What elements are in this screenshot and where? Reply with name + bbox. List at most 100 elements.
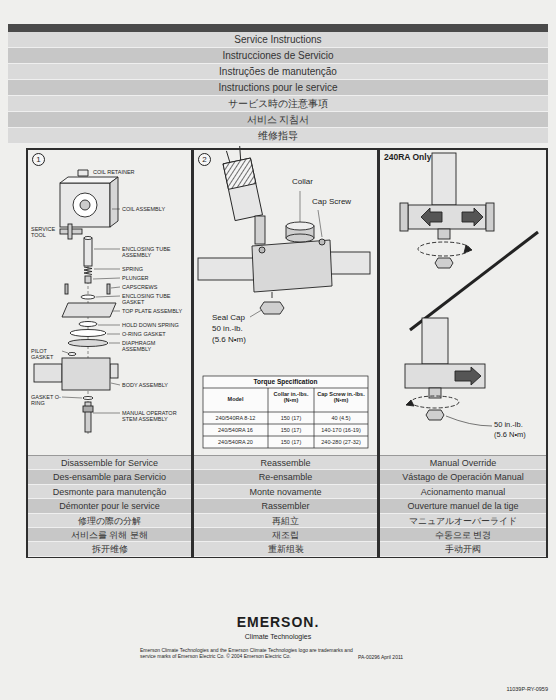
leader-lines-part — [93, 278, 120, 279]
caption-row: 서비스를 위해 분해 — [28, 528, 191, 542]
exploded-valve-part — [60, 183, 110, 227]
caption-row: Reassemble — [194, 456, 377, 470]
title-band: Service InstructionsInstrucciones de Ser… — [8, 24, 548, 144]
exploded-valve-part — [68, 340, 108, 347]
part-name: PILOT GASKET — [31, 348, 61, 360]
caption-row: Démonter pour le service — [28, 499, 191, 513]
exploded-valve-part — [107, 284, 110, 294]
torque-value: 50 in.-lb. — [494, 421, 550, 429]
caption-row: Service Instructions — [8, 32, 548, 48]
valve-reassembly-part — [286, 222, 314, 230]
part-name: SERVICE TOOL — [31, 226, 58, 238]
valve-reassembly-part — [252, 240, 332, 292]
manual-override-part — [410, 232, 538, 330]
part-name: GASKET O-RING — [31, 394, 61, 406]
torque-table-grid-part — [314, 388, 315, 448]
valve-reassembly-part — [259, 247, 265, 253]
exploded-valve-part — [110, 177, 118, 227]
manual-override-part — [464, 245, 472, 253]
torque-table-grid-part — [203, 436, 368, 437]
part-name: PLUNGER — [122, 275, 184, 281]
table-cell: 240/540RA 8-12 — [204, 415, 267, 421]
caption-row: Disassemble for Service — [28, 456, 191, 470]
leader-lines-part — [300, 191, 301, 224]
caption-row: Monte novamente — [194, 485, 377, 499]
table-cell: 140-170 (16-19) — [315, 427, 367, 433]
valve-reassembly-part — [260, 302, 284, 314]
leader-lines-part — [94, 249, 120, 250]
exploded-valve-part — [68, 224, 72, 239]
exploded-valve-part — [80, 200, 90, 210]
exploded-valve-part — [73, 193, 97, 217]
exploded-valve-part — [68, 353, 76, 356]
torque-value: (5.6 N•m) — [212, 336, 268, 345]
caption-row: 재조립 — [194, 528, 377, 542]
exploded-valve-part — [62, 303, 116, 317]
step-number: 2 — [198, 153, 211, 166]
leader-lines-part — [98, 325, 120, 326]
exploded-valve-part — [79, 322, 97, 327]
trademark-note: Emerson Climate Technologies and the Eme… — [140, 648, 354, 659]
table-cell: 240/540RA 16 — [204, 427, 267, 433]
part-name: DIAPHRAGM ASSEMBLY — [122, 340, 184, 352]
part-name: Collar — [292, 178, 336, 187]
step-number: 1 — [32, 153, 45, 166]
caption-row: 수동으로 변경 — [380, 528, 546, 542]
part-name: TOP PLATE ASSEMBLY — [122, 308, 184, 314]
exploded-valve-part — [84, 237, 92, 240]
part-name: ENCLOSING TUBE GASKET — [122, 293, 184, 305]
caption-row: Instructions pour le service — [8, 80, 548, 96]
part-name: BODY ASSEMBLY — [122, 382, 184, 388]
brand-logo: EMERSON. — [190, 615, 366, 630]
leader-lines-part — [111, 383, 120, 385]
torque-value: (5.6 N•m) — [494, 431, 550, 439]
torque-table-grid-part — [203, 412, 368, 413]
step-panel: 1Disassemble for ServiceDes-ensamble par… — [26, 148, 193, 558]
torque-table-grid-part — [203, 388, 368, 389]
valve-reassembly-part — [319, 239, 325, 245]
part-name: MANUAL OPERATOR STEM ASSEMBLY — [122, 410, 184, 422]
manual-override-part — [435, 258, 453, 268]
torque-table-grid-part — [268, 388, 269, 448]
table-cell: 150 (17) — [269, 427, 313, 433]
part-name: HOLD DOWN SPRING — [122, 322, 184, 328]
exploded-valve-part — [84, 267, 92, 275]
manual-override-part — [486, 203, 494, 231]
caption-row: Des-ensamble para Servicio — [28, 470, 191, 484]
valve-reassembly-part — [198, 258, 254, 280]
leader-lines-part — [111, 287, 120, 288]
exploded-valve-part — [62, 358, 110, 390]
step-panel: 240RA OnlyManual OverrideVástago de Oper… — [378, 148, 548, 558]
leader-lines-part — [113, 311, 120, 312]
valve-reassembly-part — [272, 292, 273, 298]
exploded-valve-part — [60, 177, 118, 183]
exploded-valve-part — [70, 330, 106, 337]
leader-lines-part — [96, 296, 120, 297]
manual-override-part — [455, 367, 481, 385]
manual-override-part — [462, 208, 483, 226]
valve-reassembly-part — [255, 216, 265, 244]
valve-reassembly-part-part — [223, 158, 256, 189]
leader-lines-part — [94, 269, 120, 270]
manual-override-part — [421, 208, 442, 226]
caption-row: 修理の際の分解 — [28, 514, 191, 528]
part-name: COIL ASSEMBLY — [122, 206, 184, 212]
exploded-valve-part — [83, 397, 93, 400]
caption-row: 再組立 — [194, 514, 377, 528]
part-name: Seal Cap — [212, 314, 262, 323]
valve-reassembly-part — [220, 144, 262, 220]
table-header: Model — [204, 396, 267, 402]
caption-row: 手动开阀 — [380, 542, 546, 556]
leader-lines-part — [318, 210, 322, 237]
exploded-valve-part — [83, 406, 93, 412]
table-cell: 150 (17) — [269, 415, 313, 421]
caption-row: サービス時の注意事項 — [8, 96, 548, 112]
caption-row: 重新组装 — [194, 542, 377, 556]
exploded-valve-part — [84, 238, 92, 266]
panel-heading: 240RA Only — [384, 153, 431, 162]
table-cell: 40 (4.5) — [315, 415, 367, 421]
manual-override-part — [446, 416, 492, 426]
manual-override-part — [408, 205, 486, 229]
caption-row: Ouverture manuel de la tige — [380, 499, 546, 513]
